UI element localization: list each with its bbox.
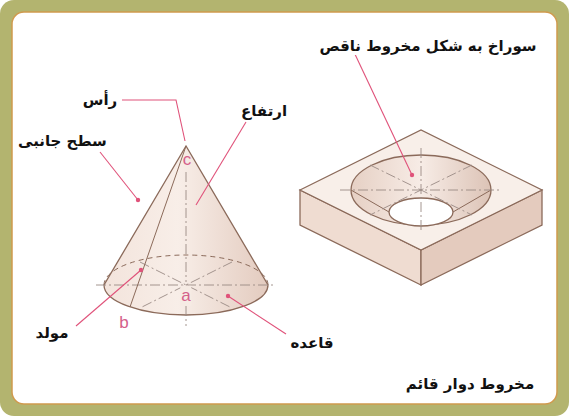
part-label: قاعده — [288, 334, 335, 352]
cone — [96, 146, 276, 326]
point-letter: c — [182, 150, 193, 170]
leader-dots — [136, 173, 414, 298]
part-label: مخروط دوار قائم — [404, 375, 536, 393]
point-letter: b — [118, 313, 129, 333]
part-label: ارتفاع — [239, 102, 289, 120]
part-label: رأس — [81, 91, 119, 109]
part-label: سوراخ به شکل مخروط ناقص — [317, 37, 538, 55]
leader-lines — [76, 50, 412, 334]
part-label: مولد — [34, 324, 71, 342]
inner-panel — [12, 12, 557, 404]
point-letter: a — [180, 286, 191, 306]
block-with-hole — [300, 130, 542, 285]
part-label: سطح جانبی — [16, 132, 109, 150]
